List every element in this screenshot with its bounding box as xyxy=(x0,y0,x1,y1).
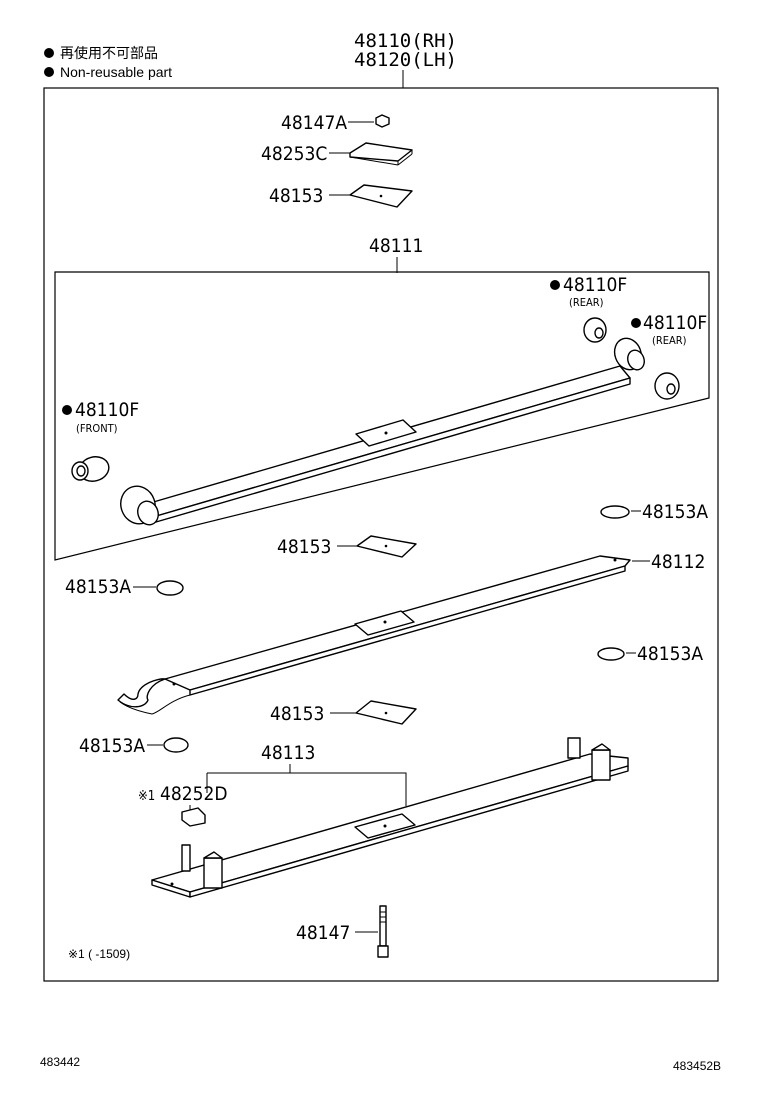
nut-48147A-icon[interactable] xyxy=(375,114,390,128)
part-48153-low-label[interactable]: 48153 xyxy=(270,703,324,725)
part-48153A-l1-label[interactable]: 48153A xyxy=(65,576,131,598)
plate-48253C-icon[interactable] xyxy=(349,142,413,162)
second-leaf-side xyxy=(189,565,626,696)
part-48153A-r1-label[interactable]: 48153A xyxy=(642,501,708,523)
bolt-head xyxy=(377,945,389,958)
third-leaf-clip-right-b xyxy=(591,749,611,781)
pad-hole xyxy=(384,711,388,715)
bushing-rear-1[interactable]: 48110F (REAR) xyxy=(550,274,627,343)
legend: 再使用不可部品 Non-reusable part xyxy=(44,45,172,80)
third-leaf-clip-right-a xyxy=(567,737,581,759)
pad-hole xyxy=(384,544,388,548)
non-reusable-dot-icon xyxy=(44,67,54,77)
bushing-front-note: (FRONT) xyxy=(76,422,118,435)
bushing-rear-2-hole xyxy=(666,383,676,395)
main-leaf-48111[interactable] xyxy=(116,335,647,529)
part-48111-label[interactable]: 48111 xyxy=(369,235,423,257)
second-leaf-hook-edge xyxy=(119,694,191,715)
second-leaf-hook xyxy=(117,678,166,708)
main-leaf-body xyxy=(149,365,631,518)
part-48252D-label[interactable]: 48252D xyxy=(160,783,228,805)
third-leaf-clip-right-top xyxy=(591,743,611,751)
disc-48153A-r1-icon[interactable] xyxy=(600,505,630,519)
third-leaf-clip-left-b xyxy=(203,857,223,889)
bushing-rear-2-note: (REAR) xyxy=(652,334,687,347)
part-48153A-r2-label[interactable]: 48153A xyxy=(637,643,703,665)
bushing-rear-1-label[interactable]: 48110F xyxy=(563,274,627,296)
pad-hole xyxy=(379,194,383,198)
assembly-frame xyxy=(43,87,719,982)
main-leaf-frame xyxy=(54,271,710,561)
plate-48253C-edge xyxy=(349,156,399,166)
non-reusable-dot-icon xyxy=(44,48,54,58)
part-48147A-label[interactable]: 48147A xyxy=(281,112,347,134)
third-leaf-48113[interactable] xyxy=(151,737,629,898)
footnote: ※1 ( -1509) xyxy=(68,947,130,961)
bolt-48147-icon[interactable] xyxy=(377,905,389,958)
part-48113-label[interactable]: 48113 xyxy=(261,742,315,764)
footer-right-id: 483452B xyxy=(673,1059,721,1073)
disc-48153A-r2-icon[interactable] xyxy=(597,647,625,661)
bushing-front[interactable]: 48110F (FRONT) xyxy=(62,399,139,484)
bushing-rear-1-note: (REAR) xyxy=(569,296,604,309)
bushing-rear-1-hole xyxy=(594,327,604,339)
non-reusable-dot-icon xyxy=(631,318,641,328)
part-48153-top-label[interactable]: 48153 xyxy=(269,185,323,207)
second-leaf-end-hole xyxy=(172,682,176,686)
non-reusable-dot-icon xyxy=(550,280,560,290)
bushing-front-label[interactable]: 48110F xyxy=(75,399,139,421)
bushing-front-hole xyxy=(76,465,86,477)
plate-48253C-edge4 xyxy=(397,153,413,166)
second-leaf-center-hole xyxy=(383,620,387,624)
disc-48153A-l1-icon[interactable] xyxy=(156,580,184,596)
legend-jp: 再使用不可部品 xyxy=(60,45,158,61)
assembly-rh-label[interactable]: 48110(RH) xyxy=(354,30,457,52)
footer-left-id: 483442 xyxy=(40,1055,80,1069)
part-48252D-mark: ※1 xyxy=(138,789,155,804)
main-leaf-center-hole xyxy=(384,431,388,435)
front-eye-inner xyxy=(137,500,159,526)
third-leaf-clip-left-top xyxy=(203,851,223,859)
second-leaf-end-hole xyxy=(613,558,617,562)
part-48253C-label[interactable]: 48253C xyxy=(261,143,327,165)
part-48147-label[interactable]: 48147 xyxy=(296,922,350,944)
main-leaf-side xyxy=(152,377,631,523)
bushing-rear-2[interactable]: 48110F (REAR) xyxy=(631,312,707,400)
third-leaf-side xyxy=(189,765,629,898)
third-leaf-clip-left-a xyxy=(181,844,191,872)
clip-48252D-icon[interactable] xyxy=(181,807,206,827)
assembly-lh-label[interactable]: 48120(LH) xyxy=(354,49,457,71)
legend-en: Non-reusable part xyxy=(60,64,172,80)
part-48112-label[interactable]: 48112 xyxy=(651,551,705,573)
rear-eye-inner xyxy=(627,349,645,371)
non-reusable-dot-icon xyxy=(62,405,72,415)
part-48153A-l2-label[interactable]: 48153A xyxy=(79,735,145,757)
bushing-rear-2-label[interactable]: 48110F xyxy=(643,312,707,334)
third-leaf-center-hole xyxy=(383,824,387,828)
disc-48153A-l2-icon[interactable] xyxy=(163,737,189,753)
third-leaf-end-hole xyxy=(170,882,174,886)
leader-48113 xyxy=(207,772,407,806)
part-48153-mid-label[interactable]: 48153 xyxy=(277,536,331,558)
second-leaf-48112[interactable] xyxy=(117,555,631,715)
